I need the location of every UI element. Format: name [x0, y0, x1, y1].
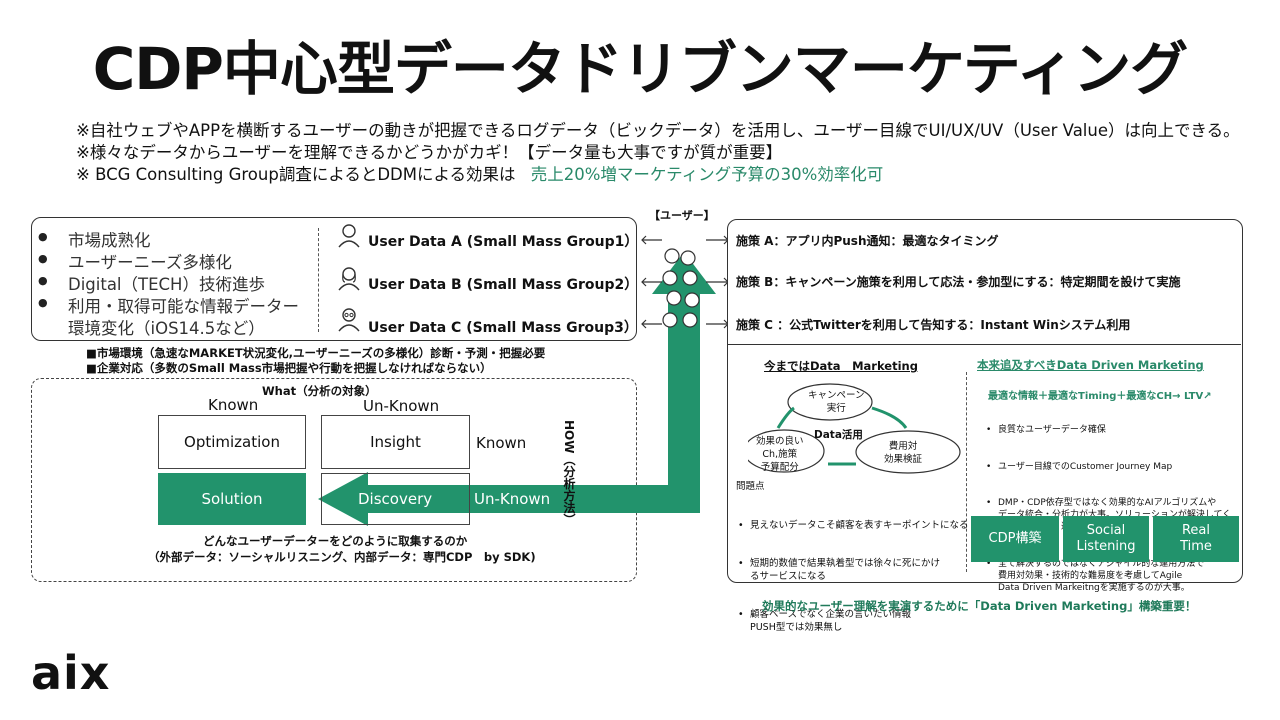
cycle-verify: 費用対 効果検証 [884, 441, 923, 465]
col-known-label: Known [208, 396, 259, 414]
what-label: What（分析の対象） [262, 384, 377, 398]
ddm-title: 本来追及すべきData Driven Marketing [977, 358, 1204, 372]
env-note-2: ■企業対応（多数のSmall Mass市場把握や行動を把握しなければならない） [86, 361, 492, 375]
measure-a: 施策 A：アプリ内Push通知：最適なタイミング [736, 234, 999, 248]
market-bullet-cont: 環境変化（iOS14.5など） [68, 319, 265, 338]
cell-insight: Insight [321, 415, 470, 469]
user-label: 【ユーザー】 [649, 209, 715, 222]
ddm-points: 良質なユーザーデータ確保 ユーザー目線でのCustomer Journey Ma… [984, 400, 1231, 606]
ddm-formula: 最適な情報＋最適なTiming＋最適なCH→ LTV↗ [988, 391, 1212, 402]
user-glasses-icon [338, 308, 360, 332]
user-group-icon [641, 235, 729, 329]
problem-title: 問題点 [736, 481, 765, 492]
user-data-b: User Data B (Small Mass Group2） [368, 277, 639, 293]
user-female-icon [338, 267, 360, 291]
how-label: HOW（分析方法） [562, 420, 576, 526]
panel-divider [966, 372, 967, 572]
aix-logo: aix [31, 646, 111, 700]
cell-discovery-frame [321, 473, 470, 525]
ddm-point: ユーザー目線でのCustomer Journey Map [984, 461, 1231, 473]
user-data-a: User Data A (Small Mass Group1） [368, 234, 639, 250]
problem-item: 顧客ベースでなく企業の言いたい情報 PUSH型では効果無し [736, 609, 969, 635]
cell-discovery: Discovery [358, 490, 433, 508]
note-accent: 売上20%増マーケティング予算の30%効率化可 [530, 165, 884, 184]
user-icon [338, 224, 360, 248]
cycle-diagram [748, 383, 961, 474]
ddm-point: 良質なユーザーデータ確保 [984, 424, 1231, 436]
cycle-allocation: 効果の良い Ch,施策 予算配分 [756, 436, 804, 473]
cell-solution: Solution [158, 473, 306, 525]
problem-item: 見えないデータこそ顧客を表すキーポイントになる [736, 520, 969, 533]
note-1: ※自社ウェブやAPPを横断するユーザーの動きが把握できるログデータ（ビックデータ… [76, 121, 1240, 140]
market-bullet: Digital（TECH）技術進歩 [38, 271, 265, 295]
env-note-1: ■市場環境（急速なMARKET状況変化,ユーザーニーズの多様化）診断・予測・把握… [86, 346, 546, 360]
ddm-point: 全て解決するのではなくアジャイル的な運用方法で 費用対効果・技術的な難易度を考慮… [984, 558, 1231, 594]
col-unknown-label: Un-Known [363, 397, 440, 415]
section-divider [728, 344, 1241, 345]
social-listening-button[interactable]: Social Listening [1063, 516, 1149, 562]
matrix-caption-1: どんなユーザーデーターをどのように取集するのか [203, 534, 468, 548]
problem-list: 見えないデータこそ顧客を表すキーポイントになる 短期的数値で結果執着型では徐々に… [736, 494, 969, 648]
note-3: ※ BCG Consulting Group調査によるとDDMによる効果は 売上… [76, 161, 883, 185]
user-data-c: User Data C (Small Mass Group3） [368, 320, 638, 336]
cell-optimization: Optimization [158, 415, 306, 469]
market-bullet: 利用・取得可能な情報データー [38, 293, 299, 317]
data-marketing-title: 今まではData Marketing [764, 359, 918, 373]
bottom-note: 効果的なユーザー理解を実演するために「Data Driven Marketing… [762, 599, 1197, 613]
analysis-box [31, 378, 637, 582]
note-2: ※様々なデータからユーザーを理解できるかどうかがカギ！【データ量も大事ですが質が… [76, 143, 783, 162]
cycle-campaign: キャンペーン 実行 [808, 390, 865, 414]
real-time-button[interactable]: Real Time [1153, 516, 1239, 562]
matrix-caption-2: （外部データ：ソーシャルリスニング、内部データ：専門CDP by SDK) [148, 550, 536, 564]
market-bullet: ユーザーニーズ多様化 [38, 249, 232, 273]
cdp-button[interactable]: CDP構築 [971, 516, 1059, 562]
cycle-center: Data活用 [814, 429, 863, 441]
row-unknown-label: Un-Known [474, 490, 551, 508]
problem-item: 短期的数値で結果執着型では徐々に死にかけ るサービスになる [736, 558, 969, 584]
market-bullet: 市場成熟化 [38, 227, 151, 251]
measure-b: 施策 B：キャンペーン施策を利用して応法・参加型にする：特定期間を設けて実施 [736, 275, 1181, 289]
row-known-label: Known [476, 434, 527, 452]
measure-c: 施策 C ：公式Twitterを利用して告知する：Instant Winシステム… [736, 318, 1131, 332]
divider [318, 228, 319, 332]
note-3-text: ※ BCG Consulting Group調査によるとDDMによる効果は [76, 165, 516, 184]
page-title: CDP中心型データドリブンマーケティング [92, 35, 1189, 103]
